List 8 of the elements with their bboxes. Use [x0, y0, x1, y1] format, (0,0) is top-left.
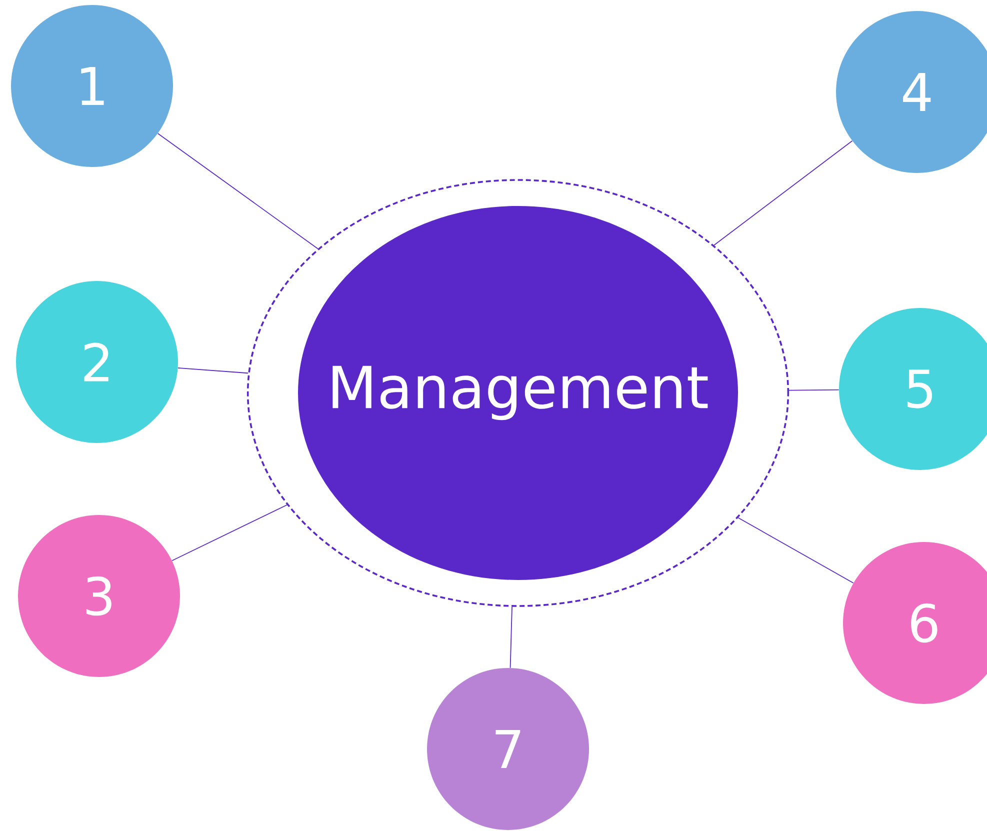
connector-line — [172, 504, 288, 562]
connector-line — [714, 140, 853, 246]
connector-line — [788, 389, 840, 391]
ellipse-node: Management — [246, 179, 790, 607]
connector-line — [157, 133, 318, 250]
connector-line — [510, 606, 512, 668]
connector-line — [738, 517, 854, 584]
connector-line — [178, 368, 249, 374]
